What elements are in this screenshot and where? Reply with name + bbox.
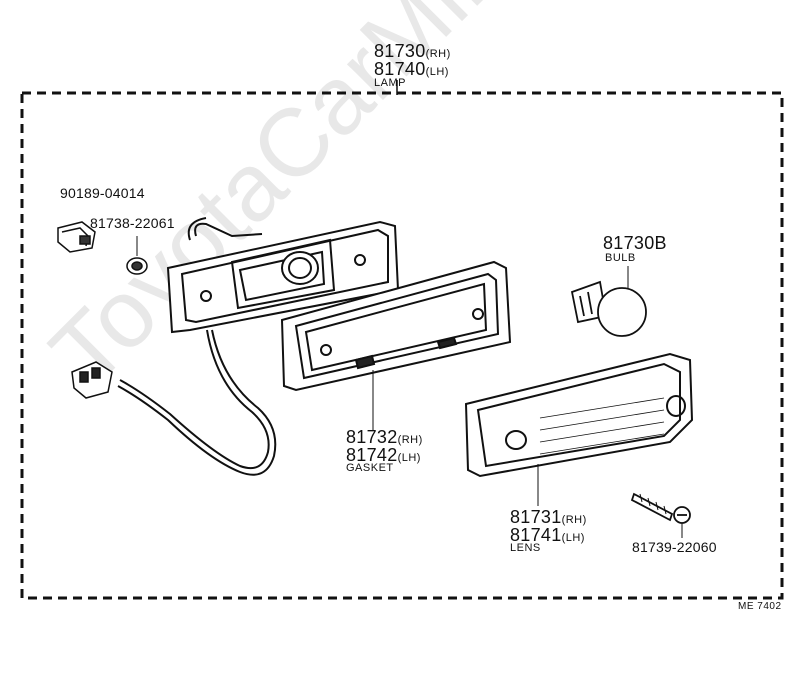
gasket-part [280, 260, 512, 392]
screw-part-number: 81739-22060 [632, 539, 717, 555]
nut-part-number: 81738-22061 [90, 215, 175, 231]
lens-part [464, 352, 694, 478]
lens-name: LENS [510, 542, 541, 554]
assembly-boundary [20, 91, 784, 600]
wire-harness [117, 329, 277, 476]
gasket-lh-number: 81742(LH) [346, 445, 421, 465]
clip-part-number: 90189-04014 [60, 185, 145, 201]
lens-rh-number: 81731(RH) [510, 507, 587, 527]
nut-part [126, 257, 148, 275]
bulb-part-number: 81730B [603, 233, 667, 253]
screw-part [630, 492, 691, 524]
lamp-lh-number: 81740(LH) [374, 59, 449, 79]
lamp-name: LAMP [374, 77, 406, 89]
clip-part [57, 221, 96, 253]
gasket-name: GASKET [346, 462, 394, 474]
bulb-name: BULB [605, 252, 636, 264]
diagram-code: ME 7402 [738, 601, 782, 612]
lamp-rh-number: 81730(RH) [374, 41, 451, 61]
bulb-part [570, 280, 647, 337]
connector-part [71, 361, 113, 399]
gasket-rh-number: 81732(RH) [346, 427, 423, 447]
lens-lh-number: 81741(LH) [510, 525, 585, 545]
